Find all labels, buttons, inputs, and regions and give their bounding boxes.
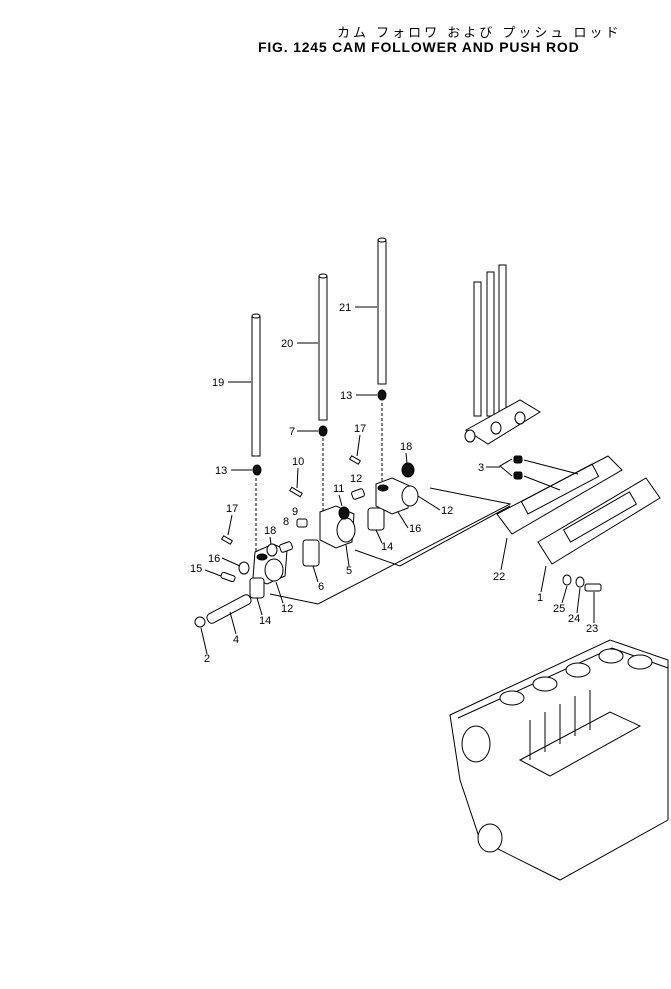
pin-10 (289, 486, 303, 498)
bolt-23 (584, 583, 602, 592)
callout-9: 9 (292, 506, 298, 518)
callout-1: 1 (537, 592, 543, 604)
washer-25 (562, 574, 572, 586)
spacer-12 (351, 488, 365, 500)
callout-17-left: 17 (226, 503, 238, 515)
callout-8: 8 (283, 516, 289, 528)
callout-5: 5 (346, 565, 352, 577)
bolt-set-3 (499, 455, 579, 491)
engine-block-illustration (449, 639, 669, 881)
push-rod-21 (377, 237, 387, 385)
callout-23: 23 (586, 623, 598, 635)
pin-17-left (220, 535, 234, 545)
washer-11 (338, 506, 350, 520)
cam-follower-left (252, 543, 288, 585)
push-rod-20 (318, 273, 328, 421)
assembled-cam-follower-view (464, 264, 541, 445)
assembly-outline (269, 487, 512, 605)
bushing-13-left (249, 577, 265, 599)
callout-19: 19 (212, 377, 224, 389)
callout-16-left: 16 (208, 553, 220, 565)
cover-1 (537, 477, 661, 565)
push-rod-19 (251, 313, 261, 457)
washer-24 (575, 576, 585, 588)
callout-24: 24 (568, 613, 580, 625)
callout-14-left: 13 (215, 465, 227, 477)
pin-17-right (348, 455, 362, 465)
callout-20: 20 (281, 338, 293, 350)
callout-7: 7 (289, 426, 295, 438)
callout-3: 3 (478, 462, 484, 474)
callout-22: 22 (493, 571, 505, 583)
callout-18-left: 18 (264, 525, 276, 537)
pin-15 (220, 571, 236, 583)
callout-6: 6 (318, 581, 324, 593)
push-rod-cap-14-right (377, 389, 387, 401)
callout-10: 10 (292, 456, 304, 468)
shaft-4 (206, 594, 252, 624)
callout-4: 4 (233, 634, 239, 646)
gasket-22 (496, 455, 623, 535)
plug-2 (194, 616, 206, 628)
push-rod-cap-14-left (252, 464, 262, 476)
spacer-8 (279, 541, 293, 553)
callout-13-right: 14 (381, 541, 393, 553)
washer-16-left (238, 561, 250, 575)
push-rod-cap-7 (318, 425, 328, 437)
callout-16-right: 16 (409, 523, 421, 535)
callout-labels: 19 20 21 13 7 13 10 17 18 12 11 9 8 18 1… (190, 302, 598, 665)
cam-follower-right (375, 477, 419, 515)
bushing-13-right (367, 507, 385, 531)
title-japanese: カム フォロワ および プッシュ ロッド (337, 26, 622, 41)
washer-18-right (401, 462, 415, 478)
callout-12-right: 12 (441, 505, 453, 517)
callout-25: 25 (553, 603, 565, 615)
cam-follower-middle (319, 505, 356, 549)
callout-2: 2 (204, 653, 210, 665)
pin-9 (296, 518, 308, 528)
callout-13-left: 14 (259, 615, 271, 627)
callout-12-upper: 12 (350, 473, 362, 485)
callout-17-right: 17 (354, 423, 366, 435)
callout-14-right: 13 (340, 390, 352, 402)
callout-12-lower: 12 (281, 603, 293, 615)
callout-15: 15 (190, 563, 202, 575)
callout-18-right: 18 (400, 441, 412, 453)
callout-11: 11 (333, 483, 344, 495)
bushing-6 (302, 539, 320, 567)
washer-18-left (266, 543, 278, 557)
figure-title: FIG. 1245 CAM FOLLOWER AND PUSH ROD (258, 39, 580, 55)
callout-21: 21 (339, 302, 351, 314)
